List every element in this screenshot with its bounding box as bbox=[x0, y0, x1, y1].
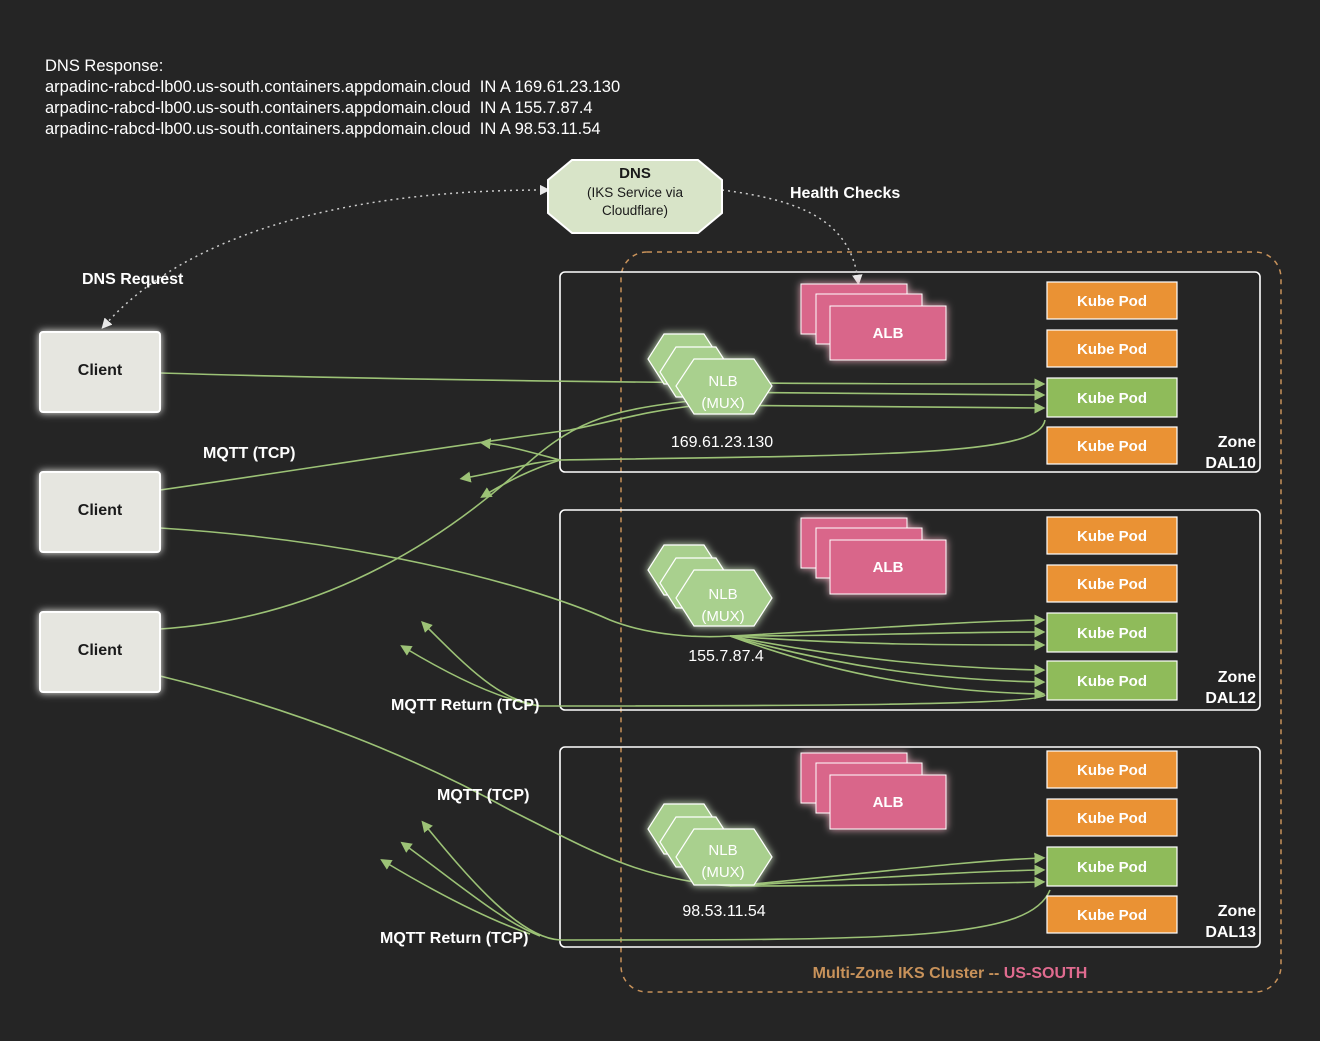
nlb-stack: NLB (MUX) bbox=[647, 544, 773, 627]
flow-client2-nlb1 bbox=[159, 404, 701, 491]
flow-nlb2-pod bbox=[729, 614, 1046, 637]
kube-pod: Kube Pod bbox=[1077, 576, 1147, 593]
alb-stack: ALB bbox=[800, 752, 947, 830]
cluster-boundary bbox=[620, 251, 1282, 993]
flow-client3-nlb3 bbox=[159, 675, 731, 887]
dns-record: arpadinc-rabcd-lb00.us-south.containers.… bbox=[45, 120, 601, 138]
nlb-ip: 155.7.87.4 bbox=[688, 648, 764, 665]
flow-client1-pod bbox=[159, 372, 1046, 390]
client-label: Client bbox=[78, 642, 123, 659]
cluster-label-prefix: Multi-Zone IKS Cluster -- bbox=[813, 965, 1004, 982]
client-node: Client bbox=[39, 471, 161, 553]
nlb-stack: NLB (MUX) bbox=[647, 333, 773, 415]
pod-column: Kube Pod Kube Pod Kube Pod Kube Pod bbox=[1046, 281, 1178, 465]
kube-pod: Kube Pod bbox=[1077, 810, 1147, 827]
flow-return-zone1 bbox=[480, 459, 561, 498]
nlb-ip: 169.61.23.130 bbox=[671, 434, 773, 451]
dns-record: arpadinc-rabcd-lb00.us-south.containers.… bbox=[45, 78, 621, 96]
flow-client2-nlb2 bbox=[159, 527, 731, 638]
zone-box-dal12 bbox=[559, 509, 1261, 711]
zone-box-dal13 bbox=[559, 746, 1261, 948]
kube-pod: Kube Pod bbox=[1077, 528, 1147, 545]
client-node: Client bbox=[39, 611, 161, 693]
kube-pod: Kube Pod bbox=[1077, 762, 1147, 779]
alb-label: ALB bbox=[873, 559, 904, 576]
kube-pod: Kube Pod bbox=[1077, 341, 1147, 358]
dns-node: DNS (IKS Service via Cloudflare) bbox=[547, 159, 723, 234]
zone-name: DAL12 bbox=[1205, 690, 1256, 707]
flow-return-zone1 bbox=[459, 419, 1046, 483]
flow-return-zone1 bbox=[479, 438, 561, 461]
client-node: Client bbox=[39, 331, 161, 413]
pod-column: Kube Pod Kube Pod Kube Pod Kube Pod bbox=[1046, 516, 1178, 701]
nlb-label: NLB bbox=[708, 373, 737, 390]
flow-return-zone2 bbox=[400, 645, 541, 707]
flow-nlb2-pod bbox=[729, 635, 1046, 688]
alb-label: ALB bbox=[873, 794, 904, 811]
cluster-label: Multi-Zone IKS Cluster -- US-SOUTH bbox=[813, 965, 1088, 982]
nlb-sublabel: (MUX) bbox=[701, 864, 744, 881]
dns-record: arpadinc-rabcd-lb00.us-south.containers.… bbox=[45, 99, 593, 117]
flow-return-zone2 bbox=[421, 621, 1046, 707]
flow-nlb2-pod bbox=[729, 635, 1046, 651]
zone-box-dal10 bbox=[559, 271, 1261, 473]
mqtt-tcp-label: MQTT (TCP) bbox=[437, 787, 529, 804]
kube-pod: Kube Pod bbox=[1077, 859, 1147, 876]
client-label: Client bbox=[78, 502, 123, 519]
kube-pod: Kube Pod bbox=[1077, 625, 1147, 642]
kube-pod: Kube Pod bbox=[1077, 390, 1147, 407]
zone-name: DAL10 bbox=[1205, 455, 1256, 472]
alb-stack: ALB bbox=[800, 517, 947, 595]
health-checks-label: Health Checks bbox=[790, 185, 900, 202]
flow-return-zone3 bbox=[380, 859, 531, 935]
mqtt-return-label: MQTT Return (TCP) bbox=[391, 697, 539, 714]
dns-response-block: DNS Response: arpadinc-rabcd-lb00.us-sou… bbox=[45, 56, 620, 140]
alb-stack: ALB bbox=[800, 283, 947, 361]
kube-pod: Kube Pod bbox=[1077, 907, 1147, 924]
client-label: Client bbox=[78, 362, 123, 379]
dns-response-title: DNS Response: bbox=[45, 57, 164, 75]
zone-label: Zone bbox=[1218, 903, 1256, 920]
flow-nlb3-pod bbox=[729, 876, 1046, 888]
flow-return-zone3 bbox=[421, 820, 1051, 941]
alb-label: ALB bbox=[873, 325, 904, 342]
nlb-label: NLB bbox=[708, 586, 737, 603]
kube-pod: Kube Pod bbox=[1077, 673, 1147, 690]
flow-client3-nlb1 bbox=[159, 399, 701, 630]
dns-request-link bbox=[101, 184, 551, 329]
health-check-link bbox=[721, 189, 863, 286]
dns-request-label: DNS Request bbox=[82, 271, 184, 288]
nlb-sublabel: (MUX) bbox=[701, 608, 744, 625]
dns-node-title: DNS bbox=[619, 165, 651, 182]
cluster-region: US-SOUTH bbox=[1004, 965, 1088, 982]
flow-nlb2-pod bbox=[729, 635, 1046, 676]
zone-label: Zone bbox=[1218, 669, 1256, 686]
zone-name: DAL13 bbox=[1205, 924, 1256, 941]
flow-nlb3-pod bbox=[729, 864, 1046, 887]
kube-pod: Kube Pod bbox=[1077, 438, 1147, 455]
dns-node-line2: Cloudflare) bbox=[602, 203, 668, 218]
flow-nlb2-pod bbox=[729, 635, 1046, 700]
nlb-label: NLB bbox=[708, 842, 737, 859]
flow-return-zone3 bbox=[400, 841, 541, 937]
nlb-stack: NLB (MUX) bbox=[647, 803, 773, 886]
dns-node-line1: (IKS Service via bbox=[587, 185, 684, 200]
pod-column: Kube Pod Kube Pod Kube Pod Kube Pod bbox=[1046, 750, 1178, 934]
mqtt-return-label: MQTT Return (TCP) bbox=[380, 930, 528, 947]
flow-nlb2-pod bbox=[729, 626, 1046, 638]
nlb-sublabel: (MUX) bbox=[701, 395, 744, 412]
kube-pod: Kube Pod bbox=[1077, 293, 1147, 310]
nlb-ip: 98.53.11.54 bbox=[682, 903, 765, 920]
flow-lines bbox=[159, 372, 1051, 941]
mqtt-tcp-label: MQTT (TCP) bbox=[203, 445, 295, 462]
zone-label: Zone bbox=[1218, 434, 1256, 451]
flow-nlb3-pod bbox=[729, 852, 1046, 887]
